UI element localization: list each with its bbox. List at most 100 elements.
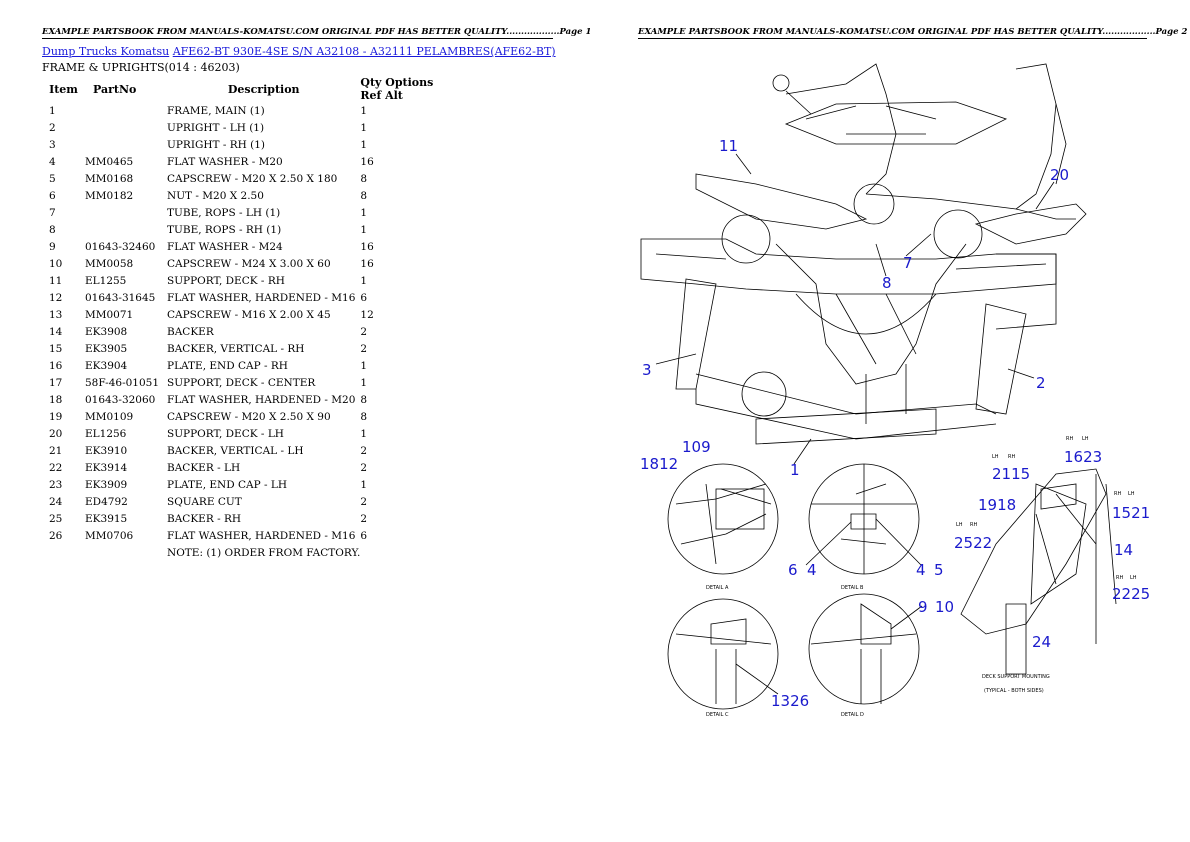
cell-qty: 1	[360, 478, 368, 491]
cell-qty: 16	[360, 155, 374, 168]
cell-qty: 6	[360, 291, 368, 304]
page-header-1: EXAMPLE PARTSBOOK FROM MANUALS-KOMATSU.C…	[42, 27, 592, 39]
cell-item: 13	[49, 308, 63, 321]
callout-11: 11	[719, 137, 738, 155]
cell-partno: EK3908	[85, 325, 128, 338]
callout-6: 6	[788, 561, 798, 579]
cell-item: 1	[49, 104, 56, 117]
cell-partno: MM0058	[85, 257, 134, 270]
cell-description: TUBE, ROPS - LH (1)	[167, 206, 281, 219]
callout-24: 24	[1032, 633, 1051, 651]
cell-description: SUPPORT, DECK - CENTER	[167, 376, 316, 389]
callout-1623: 1623	[1064, 448, 1102, 466]
cell-description: BACKER - RH	[167, 512, 242, 525]
cell-qty: 8	[360, 189, 368, 202]
cell-qty: 1	[360, 427, 368, 440]
callout-3: 3	[642, 361, 652, 379]
callout-1: 1	[790, 461, 800, 479]
cell-item: 7	[49, 206, 56, 219]
label-detail-a: DETAIL A	[706, 585, 729, 591]
col-header-description: Description	[227, 82, 300, 96]
cell-description: FLAT WASHER - M20	[167, 155, 283, 168]
cell-description: SQUARE CUT	[167, 495, 242, 508]
leader-lines	[655, 90, 1097, 695]
cell-qty: 1	[360, 138, 368, 151]
cell-item: 8	[49, 223, 56, 236]
cell-qty: 8	[360, 410, 368, 423]
cell-description: PLATE, END CAP - RH	[167, 359, 288, 372]
cell-description: NOTE: (1) ORDER FROM FACTORY.	[167, 546, 361, 559]
cell-description: UPRIGHT - RH (1)	[167, 138, 266, 151]
breadcrumb: Dump Trucks Komatsu AFE62-BT 930E-4SE S/…	[42, 45, 556, 58]
section-title: FRAME & UPRIGHTS(014 : 46203)	[42, 61, 240, 74]
cell-item: 16	[49, 359, 63, 372]
cell-description: CAPSCREW - M20 X 2.50 X 90	[167, 410, 331, 423]
label-lh-5: LH	[1130, 575, 1137, 581]
cell-item: 4	[49, 155, 56, 168]
cell-item: 15	[49, 342, 63, 355]
callout-2: 2	[1036, 374, 1046, 392]
page-header-2: EXAMPLE PARTSBOOK FROM MANUALS-KOMATSU.C…	[638, 27, 1188, 39]
callout-1326: 1326	[771, 692, 809, 710]
cell-partno: MM0168	[85, 172, 134, 185]
cell-qty: 1	[360, 274, 368, 287]
cell-partno	[85, 544, 167, 561]
cell-partno: MM0182	[85, 189, 134, 202]
breadcrumb-link-dump-trucks[interactable]: Dump Trucks Komatsu	[42, 45, 170, 58]
cell-partno: MM0706	[85, 529, 134, 542]
cell-description: FLAT WASHER, HARDENED - M16	[167, 291, 356, 304]
cell-description: BACKER - LH	[167, 461, 241, 474]
cell-partno: ED4792	[85, 495, 128, 508]
table-row: NOTE: (1) ORDER FROM FACTORY.	[42, 544, 440, 561]
cell-qty: 1	[360, 206, 368, 219]
label-rh-4: RH	[970, 522, 977, 528]
cell-item: 5	[49, 172, 56, 185]
callout-1812: 1812	[640, 455, 678, 473]
cell-partno	[85, 119, 167, 136]
breadcrumb-link-model[interactable]: AFE62-BT 930E-4SE S/N A32108 - A32111 PE…	[172, 45, 556, 58]
callout-20: 20	[1050, 166, 1069, 184]
col-header-partno: PartNo	[93, 82, 137, 96]
cell-qty: 16	[360, 240, 374, 253]
cell-qty: 2	[360, 495, 368, 508]
cell-qty: 8	[360, 393, 368, 406]
callout-14: 14	[1114, 541, 1133, 559]
table-row: 7 TUBE, ROPS - LH (1) 1	[42, 204, 440, 221]
diagram-linework	[640, 63, 1117, 710]
callout-8: 8	[882, 274, 892, 292]
cell-item: 22	[49, 461, 63, 474]
label-detail-b: DETAIL B	[841, 585, 864, 591]
callout-9: 9	[918, 598, 928, 616]
cell-partno	[85, 221, 167, 238]
callout-4a: 4	[807, 561, 817, 579]
cell-qty: 1	[360, 376, 368, 389]
callout-5: 5	[934, 561, 944, 579]
cell-qty: 8	[360, 172, 368, 185]
cell-qty: 2	[360, 512, 368, 525]
cell-description: BACKER, VERTICAL - RH	[167, 342, 305, 355]
cell-partno: EL1256	[85, 427, 127, 440]
cell-partno: MM0109	[85, 410, 134, 423]
cell-partno: EL1255	[85, 274, 127, 287]
callout-2115: 2115	[992, 465, 1030, 483]
cell-item: 20	[49, 427, 63, 440]
label-lh-3: LH	[1128, 491, 1135, 497]
cell-partno: 58F-46-01051	[85, 376, 160, 389]
